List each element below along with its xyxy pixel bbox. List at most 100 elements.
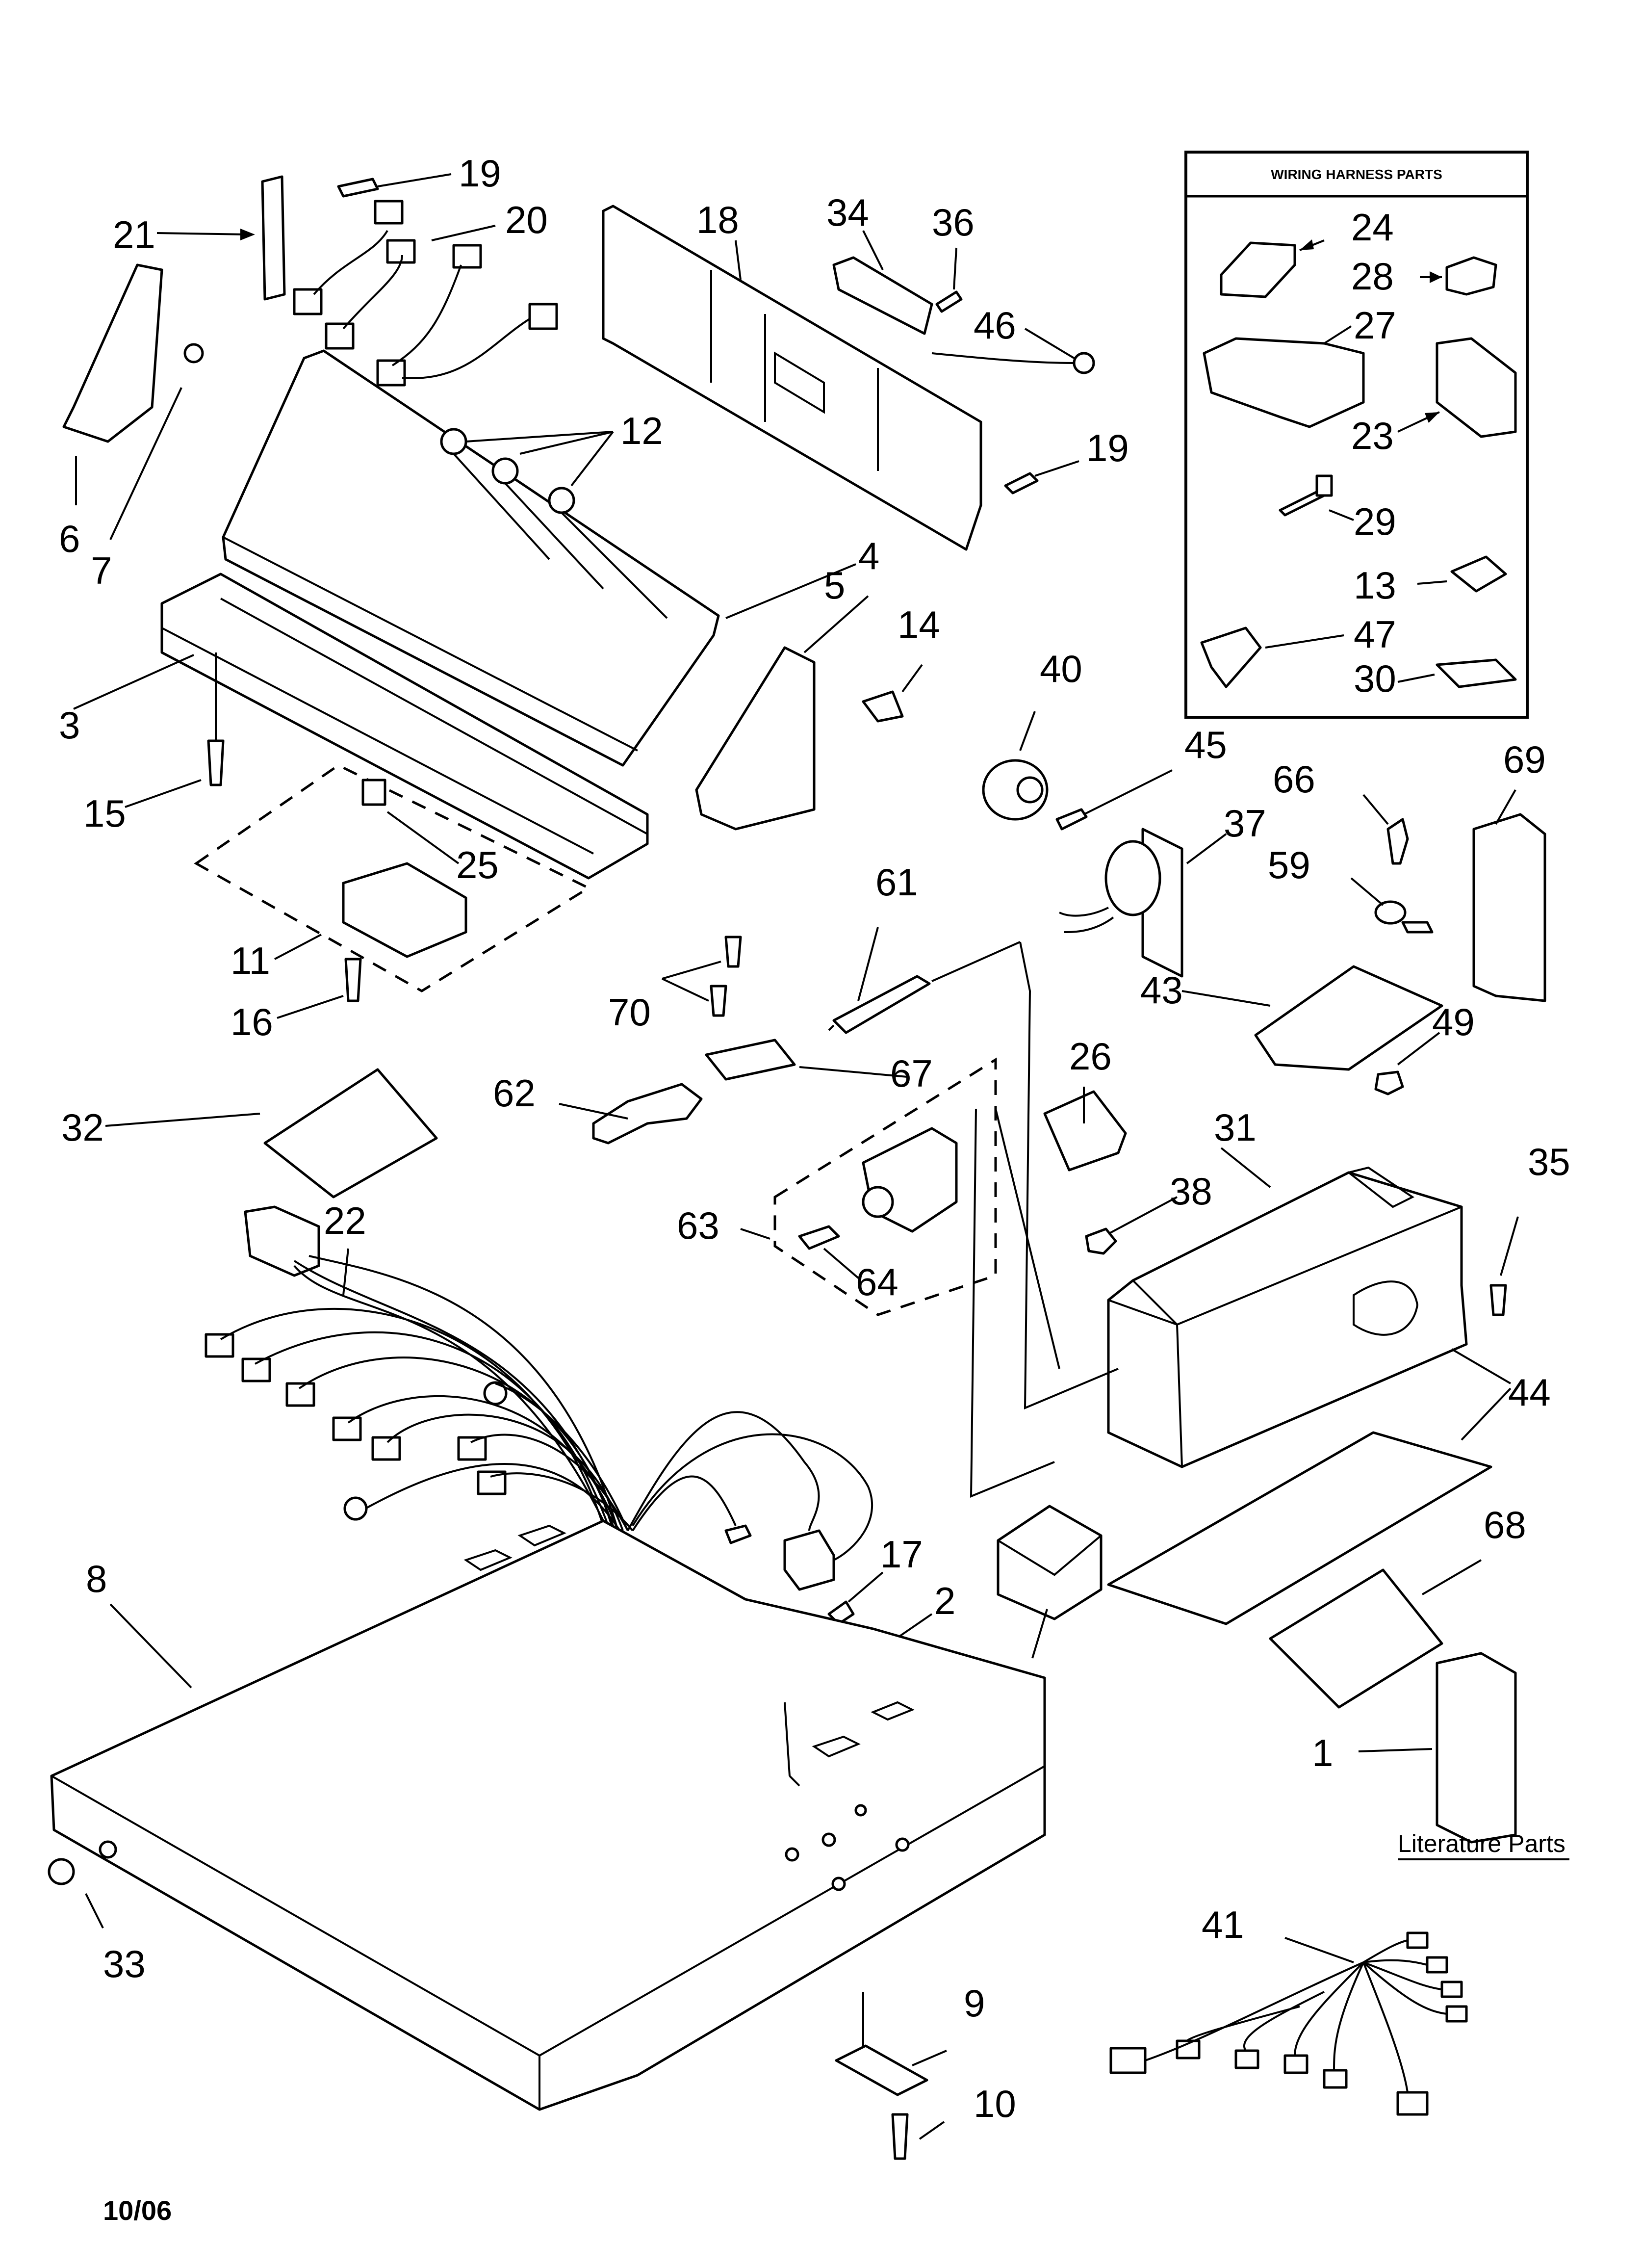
part-30-connector [1436,658,1517,688]
part-43-bracket [1254,965,1443,1071]
part-67-plate [705,1039,796,1081]
date-code: 10/06 [103,2195,172,2226]
wiring-harness-box: WIRING HARNESS PARTS 24 28 27 23 29 13 4… [1184,151,1529,719]
part-49-nut [1374,1070,1404,1095]
callout-37: 37 [1224,802,1266,845]
callout-32: 32 [61,1106,104,1149]
callout-18: 18 [696,198,739,241]
callout-2: 2 [934,1579,955,1622]
wiring-box-title: WIRING HARNESS PARTS [1271,167,1442,182]
callout-22: 22 [324,1199,366,1242]
callout-31: 31 [1214,1106,1257,1149]
part-10-screw [891,2113,909,2160]
callout-47: 47 [1354,613,1396,656]
part-9-hinge-bracket [835,2044,928,2096]
callout-45: 45 [1184,723,1227,766]
part-44-mounting-plate [1107,1431,1492,1625]
callout-6: 6 [59,517,80,560]
callout-11: 11 [231,939,270,982]
part-24-terminal-block [1220,241,1296,298]
callout-43: 43 [1140,968,1183,1012]
callout-7: 7 [91,549,112,592]
callout-68: 68 [1484,1503,1526,1546]
callout-62: 62 [493,1071,536,1115]
callout-38: 38 [1170,1170,1212,1213]
callout-24: 24 [1351,206,1394,249]
part-51-cup [997,1505,1103,1620]
part-46-ground-wire [1073,352,1095,374]
callout-1: 1 [1312,1731,1333,1774]
part-18-rear-panel [602,205,982,551]
part-45-screw [1055,808,1088,831]
callout-59: 59 [1268,843,1310,886]
callout-15: 15 [83,792,126,835]
callout-9: 9 [964,1981,985,2025]
part-6-end-cap [62,263,163,443]
callout-19b: 19 [1086,426,1129,469]
callout-61: 61 [875,860,918,904]
part-28-connector [1445,256,1497,296]
part-11-dashed-group [194,764,591,992]
part-68-literature [1269,1568,1443,1709]
part-27-terminal-block [1203,337,1365,428]
part-70-screws [710,936,742,1017]
part-21-bracket [261,175,286,301]
callout-29: 29 [1354,500,1396,543]
part-22-wire-harness [205,1205,873,1591]
callout-30: 30 [1354,657,1396,700]
part-59-lock [1374,900,1434,934]
callout-3: 3 [59,704,80,747]
literature-parts-label: Literature Parts [1398,1830,1565,1857]
part-23-connector [1436,337,1517,438]
callout-67: 67 [890,1052,933,1095]
callout-4: 4 [858,534,879,577]
callout-64: 64 [856,1260,898,1303]
part-34-cover [832,256,933,335]
callout-10: 10 [974,2082,1016,2125]
part-62-latch [592,1083,703,1145]
callout-28: 28 [1351,255,1394,298]
part-12-buttons [440,428,668,619]
callout-14: 14 [898,603,940,646]
part-32-literature [263,1068,438,1199]
callout-40: 40 [1040,647,1082,690]
part-66-key [1386,818,1409,865]
callout-5: 5 [824,564,845,607]
callout-66: 66 [1273,757,1315,801]
part-33-leveling-foot [48,1858,75,1885]
part-14-clip [862,690,904,723]
part-1-literature [1436,1652,1517,1844]
callout-23: 23 [1351,414,1394,457]
part-13-fuse [1450,555,1507,593]
callout-70: 70 [608,991,651,1034]
part-69-literature [1472,813,1546,1002]
part-20-switch-harness [293,200,558,387]
callout-16: 16 [231,1000,273,1043]
callout-26: 26 [1069,1035,1112,1078]
part-15-screw [207,739,225,786]
part-31-console-housing [1107,1171,1468,1468]
part-16-screw [344,958,362,1002]
callout-69: 69 [1503,738,1546,781]
callout-20: 20 [505,198,548,241]
part-61-rod [832,975,931,1034]
callout-19a: 19 [459,152,501,195]
callout-21: 21 [113,213,155,256]
callout-33: 33 [103,1942,146,1985]
callout-13: 13 [1354,564,1396,607]
part-19-screw-right [1004,472,1039,495]
part-5-side-cap [695,646,816,831]
callout-8: 8 [86,1557,107,1600]
part-11-control-board [342,862,467,958]
callout-27: 27 [1354,304,1396,347]
part-25-switch [361,779,386,806]
callout-17: 17 [880,1533,923,1576]
part-64-terminal [798,1225,840,1250]
callout-34: 34 [826,191,869,234]
callout-35: 35 [1528,1140,1570,1183]
part-4-console-panel [222,349,720,767]
part-36-screw [935,290,963,313]
part-26-terminal-strip [1043,1090,1127,1172]
part-40-timer-knob [982,759,1049,821]
